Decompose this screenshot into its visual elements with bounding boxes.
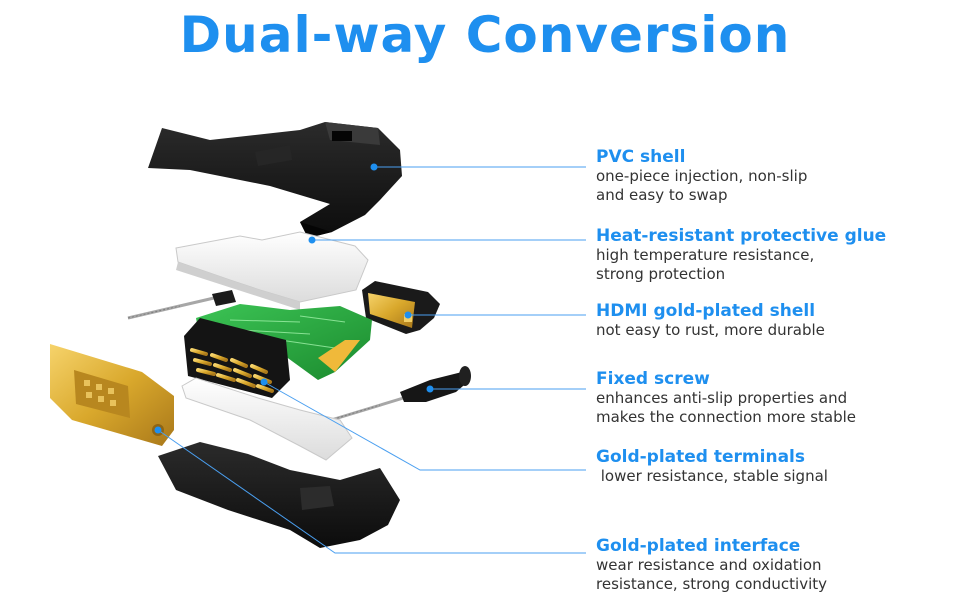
feature-title: Gold-plated terminals [596, 447, 805, 467]
leader-lines [157, 166, 586, 554]
feature-desc-line: lower resistance, stable signal [596, 467, 828, 485]
fixed-screw [317, 366, 471, 426]
feature-desc-line: high temperature resistance, [596, 246, 815, 264]
feature-protective-glue: Heat-resistant protective glue high temp… [596, 227, 966, 284]
protective-glue-block [175, 231, 369, 310]
feature-gold-terminals: Gold-plated terminals lower resistance, … [596, 448, 966, 486]
feature-hdmi-shell: HDMI gold-plated shell not easy to rust,… [596, 302, 966, 340]
feature-pvc-shell: PVC shell one-piece injection, non-slip … [596, 148, 966, 205]
lower-glue-block [181, 377, 353, 461]
pvc-shell-bottom [158, 442, 400, 548]
feature-gold-interface: Gold-plated interface wear resistance an… [596, 537, 966, 594]
hdmi-gold-shell [362, 281, 440, 334]
feature-desc-line: and easy to swap [596, 186, 728, 204]
feature-desc-line: makes the connection more stable [596, 408, 856, 426]
feature-desc-line: enhances anti-slip properties and [596, 389, 848, 407]
leader-dots [154, 163, 434, 434]
feature-desc-line: wear resistance and oxidation [596, 556, 822, 574]
feature-desc-line: not easy to rust, more durable [596, 321, 825, 339]
feature-title: Heat-resistant protective glue [596, 226, 887, 246]
feature-title: PVC shell [596, 147, 686, 167]
gold-terminals [184, 318, 290, 398]
page-title: Dual-way Conversion [179, 6, 791, 64]
left-screw [127, 290, 236, 320]
feature-title: HDMI gold-plated shell [596, 301, 816, 321]
pvc-shell-top [148, 122, 402, 238]
feature-title: Gold-plated interface [596, 536, 801, 556]
feature-title: Fixed screw [596, 369, 710, 389]
feature-fixed-screw: Fixed screw enhances anti-slip propertie… [596, 370, 966, 427]
feature-desc-line: strong protection [596, 265, 726, 283]
feature-desc-line: one-piece injection, non-slip [596, 167, 808, 185]
feature-desc-line: resistance, strong conductivity [596, 575, 828, 593]
dvi-gold-interface [50, 344, 174, 446]
